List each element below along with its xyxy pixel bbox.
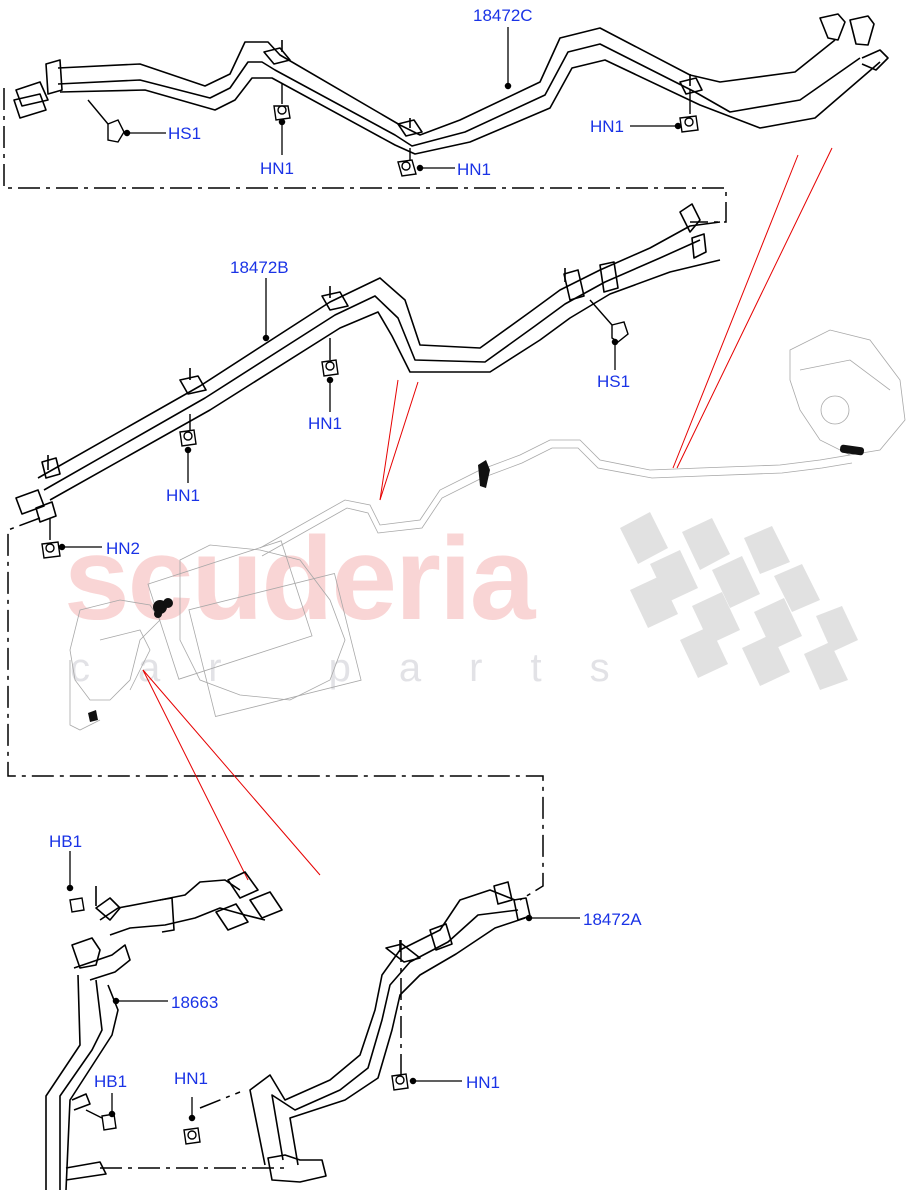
label-18472c[interactable]: 18472C	[473, 6, 533, 25]
label-hn1-mid-a[interactable]: HN1	[308, 414, 343, 433]
pipe-18663	[45, 871, 283, 1191]
label-hs1-mid[interactable]: HS1	[597, 372, 631, 391]
checkered-flag-watermark	[620, 512, 858, 690]
label-hb1-bottom-a[interactable]: HB1	[49, 832, 83, 851]
dash-dot-guides	[3, 88, 727, 1169]
label-18663[interactable]: 18663	[171, 993, 219, 1012]
label-18472b[interactable]: 18472B	[230, 258, 289, 277]
label-hs1-top[interactable]: HS1	[168, 124, 202, 143]
label-hb1-bottom-b[interactable]: HB1	[94, 1072, 128, 1091]
label-18472a[interactable]: 18472A	[583, 910, 642, 929]
label-hn1-bottom-b[interactable]: HN1	[466, 1073, 501, 1092]
reference-leaders	[142, 147, 833, 881]
ghost-assembly	[69, 329, 906, 731]
watermark-brand: scuderia	[64, 513, 535, 645]
callout-leaders	[58, 27, 682, 1122]
label-hn1-top-a[interactable]: HN1	[260, 159, 295, 178]
label-hn2[interactable]: HN2	[106, 539, 141, 558]
pipe-18472a	[249, 881, 531, 1183]
label-hn1-bottom-a[interactable]: HN1	[174, 1069, 209, 1088]
pipe-18472c	[13, 13, 889, 155]
label-hn1-top-b[interactable]: HN1	[457, 160, 492, 179]
fasteners	[41, 84, 699, 1145]
label-hn1-mid-b[interactable]: HN1	[166, 486, 201, 505]
pipe-18472b	[15, 203, 721, 523]
ghost-fittings	[88, 444, 865, 722]
label-hn1-top-c[interactable]: HN1	[590, 117, 625, 136]
